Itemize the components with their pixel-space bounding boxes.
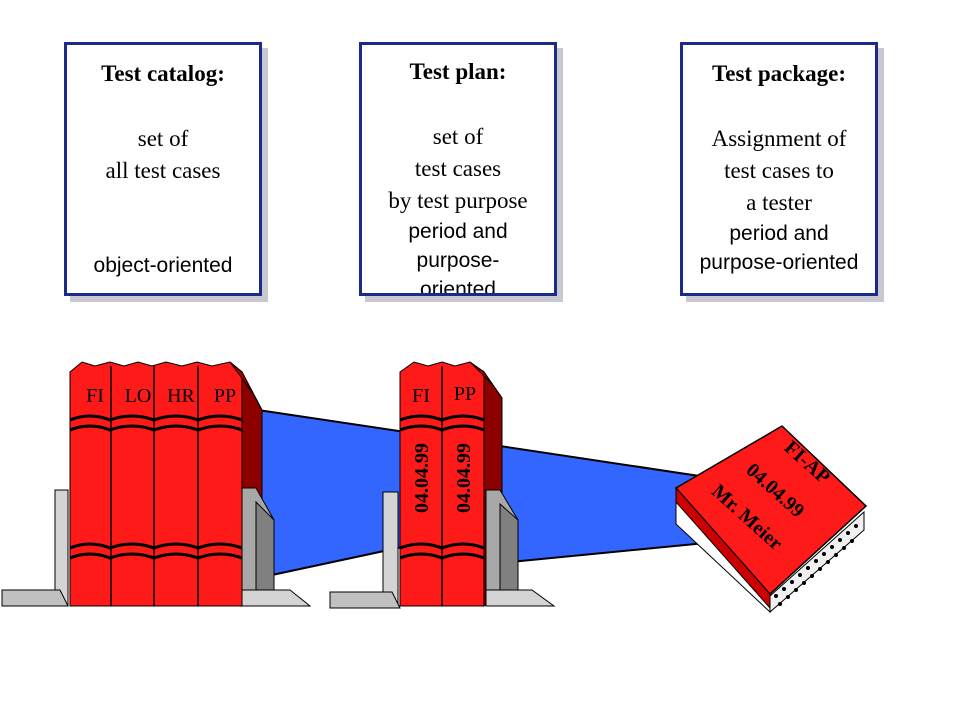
test-package-title: Test package: [712, 61, 846, 86]
test-package-line: Assignment of [711, 126, 847, 151]
test-plan-title: Test plan: [409, 59, 507, 84]
test-plan-footer: purpose- [416, 249, 500, 272]
test-plan-line: set of [432, 124, 484, 149]
test-package-line: a tester [746, 190, 812, 215]
test-plan-line: by test purpose [388, 188, 528, 213]
plan-book-date: 04.04.99 [453, 443, 475, 513]
plan-right-bookend [485, 489, 556, 607]
test-plan-card: Test plan: set of test cases by test pur… [359, 42, 557, 296]
catalog-book-label: LO [125, 385, 152, 407]
plan-left-bookend [329, 491, 401, 609]
catalog-book-label: PP [214, 385, 236, 407]
test-catalog-card: Test catalog: set of all test cases obje… [64, 42, 262, 296]
test-plan-footer: period and [408, 220, 508, 243]
catalog-book-label: FI [86, 385, 104, 407]
test-catalog-line: all test cases [105, 158, 221, 183]
catalog-books: FI LO HR PP [69, 361, 263, 607]
test-package-line: test cases to [724, 158, 834, 183]
test-catalog-line: set of [137, 126, 189, 151]
plan-book-label: PP [454, 383, 476, 405]
catalog-left-bookend [1, 489, 69, 607]
plan-book-date: 04.04.99 [411, 443, 433, 513]
package-book: FI-AP 04.04.99 Mr. Meier [674, 425, 868, 614]
plan-books: FI PP 04.04.99 04.04.99 [399, 361, 503, 608]
test-package-footer: period and [729, 222, 829, 245]
test-catalog-title: Test catalog: [101, 61, 225, 86]
test-plan-footer: oriented [420, 278, 496, 296]
test-package-card: Test package: Assignment of test cases t… [680, 42, 878, 296]
test-plan-line: test cases [414, 156, 502, 181]
test-package-footer: purpose-oriented [699, 251, 859, 274]
plan-book-label: FI [412, 385, 430, 407]
test-catalog-footer: object-oriented [93, 254, 233, 277]
catalog-book-label: HR [167, 385, 195, 407]
catalog-right-bookend [241, 487, 312, 607]
plan-to-package-beam [499, 444, 707, 565]
